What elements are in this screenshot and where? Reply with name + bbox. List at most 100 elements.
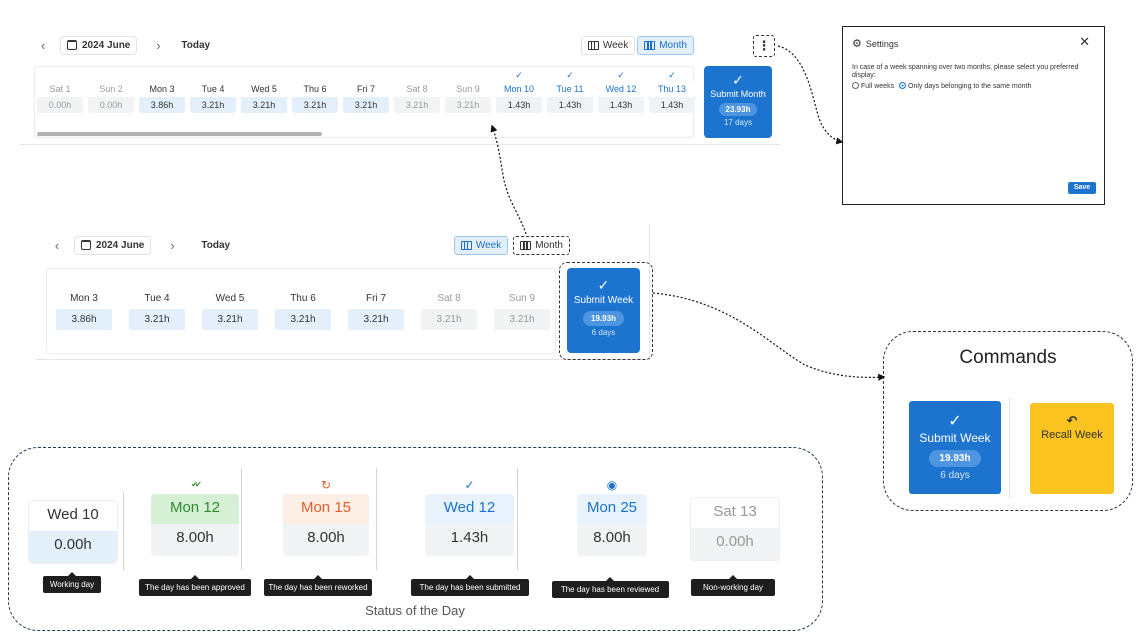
- commands-arrow: [652, 292, 886, 381]
- check-icon: ✓: [515, 70, 523, 80]
- status-divider: [123, 492, 124, 570]
- month-scrollbar[interactable]: [37, 132, 322, 136]
- commands-title: Commands: [959, 347, 1057, 368]
- status-day-hours: 0.00h: [29, 531, 117, 563]
- status-day-hours: 8.00h: [577, 524, 647, 556]
- week-view-label: Week: [475, 239, 502, 251]
- day-hours: 3.21h: [348, 309, 404, 330]
- status-tooltip: Working day: [43, 572, 101, 593]
- status-legend-panel: [8, 447, 823, 631]
- commands-panel: Commands: [883, 331, 1133, 511]
- option-same-month[interactable]: Only days belonging to the same month: [899, 82, 1031, 90]
- month-toolbar: ‹ 2024 June › Today Week Month: [36, 29, 778, 61]
- submit-command-days: 6 days: [940, 470, 970, 481]
- status-day-hours: 8.00h: [283, 524, 369, 556]
- day-hours: 3.21h: [202, 309, 258, 330]
- option-full-label: Full weeks: [861, 83, 895, 90]
- month-date-picker[interactable]: 2024 June: [60, 35, 138, 55]
- next-arrow-icon[interactable]: ›: [170, 237, 175, 253]
- check-placeholder: [292, 69, 338, 81]
- day-name: Sat 8: [394, 81, 440, 97]
- check-placeholder: [88, 69, 134, 81]
- today-button[interactable]: Today: [181, 39, 211, 51]
- prev-arrow-icon[interactable]: ‹: [40, 37, 46, 53]
- today-button[interactable]: Today: [201, 239, 231, 251]
- check-placeholder: [394, 69, 440, 81]
- check-icon: ✓: [597, 277, 610, 293]
- check-placeholder: [190, 69, 236, 81]
- check-placeholder: [343, 69, 389, 81]
- rework-icon: ↻: [320, 478, 332, 492]
- day-hours: 1.43h: [547, 97, 593, 113]
- save-button[interactable]: Save: [1068, 182, 1096, 194]
- option-full-weeks[interactable]: Full weeks: [852, 82, 895, 90]
- month-view-label: Month: [659, 39, 687, 51]
- calendar-icon: [81, 240, 91, 250]
- submit-week-highlight: [559, 262, 653, 360]
- day-hours: 3.21h: [343, 97, 389, 113]
- week-view-button[interactable]: Week: [580, 35, 636, 55]
- check-placeholder: [241, 69, 287, 81]
- submit-month-total: 23.93h: [718, 103, 758, 116]
- dialog-body: In case of a week spanning over two mont…: [852, 64, 1100, 91]
- day-name: Mon 3: [139, 81, 185, 97]
- month-view-label: Month: [535, 239, 563, 251]
- close-icon[interactable]: ✕: [1079, 34, 1090, 49]
- week-frame-right: [649, 224, 650, 360]
- next-arrow-icon[interactable]: ›: [156, 37, 161, 53]
- day-hours: 1.43h: [496, 97, 542, 113]
- prev-arrow-icon[interactable]: ‹: [54, 237, 60, 253]
- month-view-button[interactable]: Month: [513, 235, 570, 255]
- gear-icon: ⚙: [852, 38, 862, 50]
- week-date-picker[interactable]: 2024 June: [74, 235, 152, 255]
- check-icon: ✓: [668, 70, 676, 80]
- more-options-button[interactable]: ⋮: [753, 35, 775, 57]
- day-name: Fri 7: [348, 289, 404, 309]
- check-icon: ✓: [566, 70, 574, 80]
- day-hours: 3.86h: [139, 97, 185, 113]
- submit-week-command[interactable]: ✓ Submit Week 19.93h 6 days: [909, 401, 1001, 494]
- double-check-icon: ✔✔: [191, 480, 201, 489]
- month-view-toggle: Week Month: [580, 35, 694, 55]
- submit-command-label: Submit Week: [919, 431, 991, 445]
- submit-month-label: Submit Month: [710, 89, 766, 99]
- submit-week-button[interactable]: ✓ Submit Week 19.93h 6 days: [567, 268, 640, 353]
- day-name: Sun 2: [88, 81, 134, 97]
- day-hours: 3.21h: [394, 97, 440, 113]
- status-divider: [517, 468, 518, 570]
- week-view-button[interactable]: Week: [453, 235, 509, 255]
- dialog-title-bar: ⚙ Settings: [852, 37, 898, 50]
- month-view-button[interactable]: Month: [637, 35, 694, 55]
- recall-week-command[interactable]: ↶ Recall Week: [1030, 403, 1114, 494]
- day-hours: 0.00h: [88, 97, 134, 113]
- status-day-name: Mon 12: [151, 494, 239, 524]
- submit-month-button[interactable]: ✓ Submit Month 23.93h 17 days: [704, 66, 772, 138]
- day-name: Thu 13: [649, 81, 695, 97]
- day-name: Tue 11: [547, 81, 593, 97]
- dialog-title: Settings: [865, 38, 899, 49]
- status-day-hours: 0.00h: [691, 528, 779, 560]
